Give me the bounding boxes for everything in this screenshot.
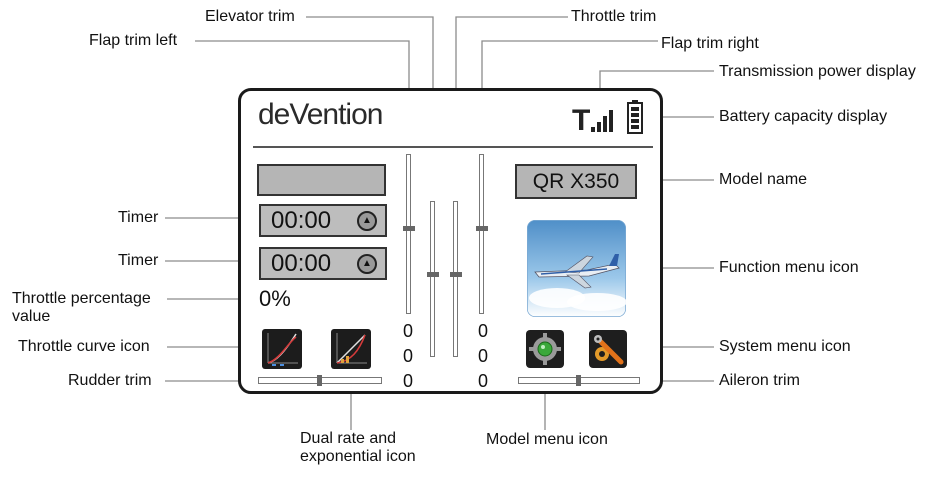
dual-rate-exponential-icon[interactable] [331,329,371,369]
timer-1-arrow-up-icon[interactable]: ▲ [357,210,377,231]
power-t-glyph: T [572,104,591,137]
timer-2-value: 00:00 [271,249,332,277]
callout-function-menu: Function menu icon [719,259,859,276]
value-left-2: 0 [403,346,414,366]
flap-trim-right-track[interactable] [479,154,484,314]
flap-trim-right-knob[interactable] [476,226,488,231]
callout-dual-rate: Dual rate and exponential icon [300,430,416,465]
model-name-text: QR X350 [532,169,620,193]
brand-logo: deVention [258,98,383,131]
callout-throttle-trim: Throttle trim [571,8,657,25]
callout-flap-trim-right: Flap trim right [661,35,759,52]
callout-rudder-trim: Rudder trim [68,372,152,389]
value-left-3: 0 [403,371,414,391]
header-divider [253,146,653,148]
callout-timer-1: Timer [118,209,159,226]
timer-1-value: 00:00 [271,206,332,234]
battery-icon [627,100,643,134]
timer-2[interactable]: 00:00 ▲ [259,247,387,280]
value-right-2: 0 [478,346,489,366]
throttle-trim-track[interactable] [453,201,458,357]
model-name-box[interactable]: QR X350 [515,164,637,199]
callout-model-menu: Model menu icon [486,431,608,448]
callout-aileron-trim: Aileron trim [719,372,800,389]
callout-throttle-percentage: Throttle percentage value [12,290,151,325]
callout-throttle-curve: Throttle curve icon [18,338,150,355]
callout-timer-2: Timer [118,252,159,269]
model-menu-gear-icon[interactable] [526,330,564,368]
transmission-power-display: T [572,104,590,138]
flap-trim-left-knob[interactable] [403,226,415,231]
timer-1[interactable]: 00:00 ▲ [259,204,387,237]
flap-trim-left-track[interactable] [406,154,411,314]
throttle-curve-icon[interactable] [262,329,302,369]
rudder-trim-knob[interactable] [317,375,322,386]
function-menu-airplane-icon[interactable] [527,220,626,317]
blank-display-box [257,164,386,196]
elevator-trim-track[interactable] [430,201,435,357]
elevator-trim-knob[interactable] [427,272,439,277]
callout-flap-trim-left: Flap trim left [89,32,178,49]
aileron-trim-knob[interactable] [576,375,581,386]
callout-battery-capacity: Battery capacity display [719,108,888,125]
system-menu-tools-icon[interactable] [589,330,627,368]
value-right-1: 0 [478,321,489,341]
value-left-1: 0 [403,321,414,341]
callout-elevator-trim: Elevator trim [205,8,295,25]
value-right-3: 0 [478,371,489,391]
throttle-percentage-value: 0% [259,286,291,311]
signal-bars-icon [591,110,613,132]
callout-model-name: Model name [719,171,808,188]
throttle-trim-knob[interactable] [450,272,462,277]
callout-system-menu: System menu icon [719,338,851,355]
timer-2-arrow-up-icon[interactable]: ▲ [357,253,377,274]
callout-transmission-power: Transmission power display [719,63,916,80]
